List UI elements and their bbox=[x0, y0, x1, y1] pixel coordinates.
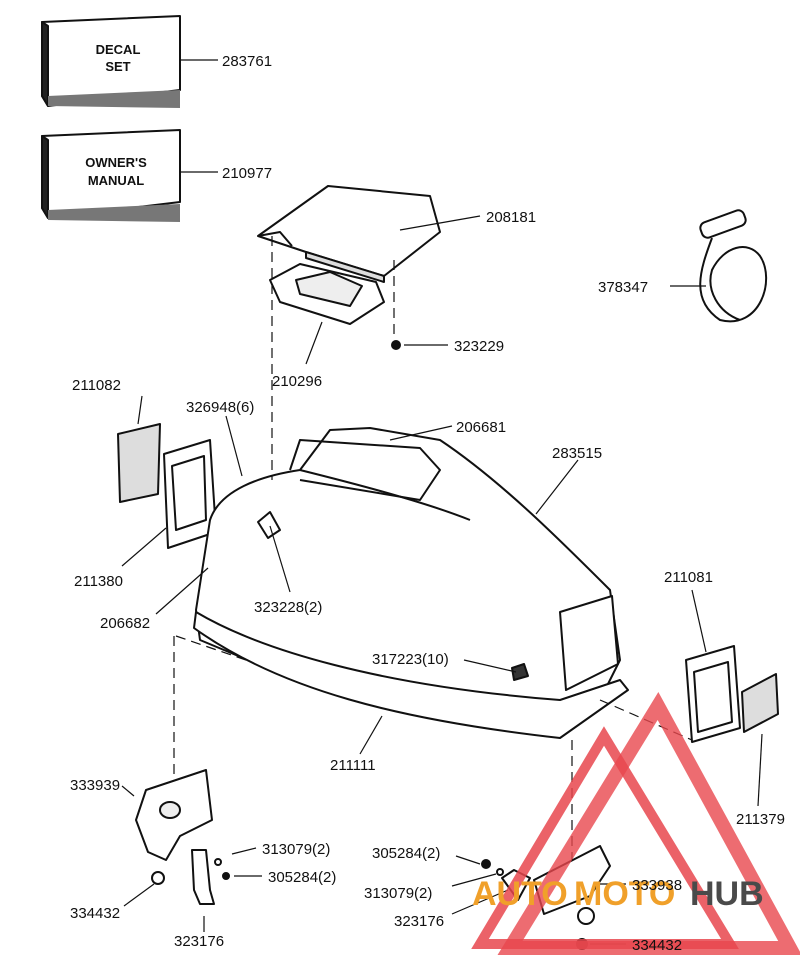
owner-box-line2: MANUAL bbox=[88, 173, 144, 188]
screw-part bbox=[391, 340, 401, 350]
part-label: 208181 bbox=[486, 209, 536, 226]
part-label: 317223(10) bbox=[372, 651, 449, 668]
part-label: 323228(2) bbox=[254, 599, 322, 616]
part-label: 378347 bbox=[598, 279, 648, 296]
part-label: 211379 bbox=[736, 811, 785, 828]
owners-manual-box bbox=[41, 129, 181, 222]
left-bracket-part bbox=[135, 769, 230, 905]
part-label: 211111 bbox=[330, 757, 376, 774]
part-label: 305284(2) bbox=[268, 869, 336, 886]
part-label: 333939 bbox=[70, 777, 120, 794]
part-label: 211380 bbox=[74, 573, 123, 590]
part-label: 323229 bbox=[454, 338, 504, 355]
part-label: 323176 bbox=[174, 933, 224, 950]
part-label: 283761 bbox=[222, 53, 272, 70]
part-label: 206681 bbox=[456, 419, 506, 436]
decal-set-box bbox=[41, 15, 181, 108]
right-panel-parts bbox=[685, 645, 779, 743]
leader-lines bbox=[121, 59, 763, 945]
part-label: 334432 bbox=[70, 905, 120, 922]
part-label: 313079(2) bbox=[364, 885, 432, 902]
part-label: 210296 bbox=[272, 373, 322, 390]
part-label: 333938 bbox=[632, 877, 682, 894]
part-label: 334432 bbox=[632, 937, 682, 954]
part-label: 206682 bbox=[100, 615, 150, 632]
cover-lid-part bbox=[257, 185, 441, 283]
watermark-auto: AUTO bbox=[472, 875, 568, 913]
part-label: 210977 bbox=[222, 165, 272, 182]
automotohub-watermark: AUTO MOTO HUB bbox=[471, 692, 800, 955]
part-label: 211081 bbox=[664, 569, 713, 586]
engine-cowl-part bbox=[193, 427, 629, 739]
watermark-hub: HUB bbox=[690, 875, 764, 913]
left-panel-parts bbox=[117, 423, 217, 549]
decal-box-line2: SET bbox=[105, 59, 130, 74]
part-label: 211082 bbox=[72, 377, 121, 394]
part-label: 326948(6) bbox=[186, 399, 254, 416]
starter-cable-part bbox=[699, 209, 768, 323]
seal-frame-part bbox=[269, 263, 385, 325]
part-label: 305284(2) bbox=[372, 845, 440, 862]
part-label: 283515 bbox=[552, 445, 602, 462]
part-label: 323176 bbox=[394, 913, 444, 930]
owner-box-line1: OWNER'S bbox=[85, 155, 147, 170]
watermark-moto: MOTO bbox=[574, 875, 675, 913]
part-label: 313079(2) bbox=[262, 841, 330, 858]
decal-box-line1: DECAL bbox=[96, 42, 141, 57]
